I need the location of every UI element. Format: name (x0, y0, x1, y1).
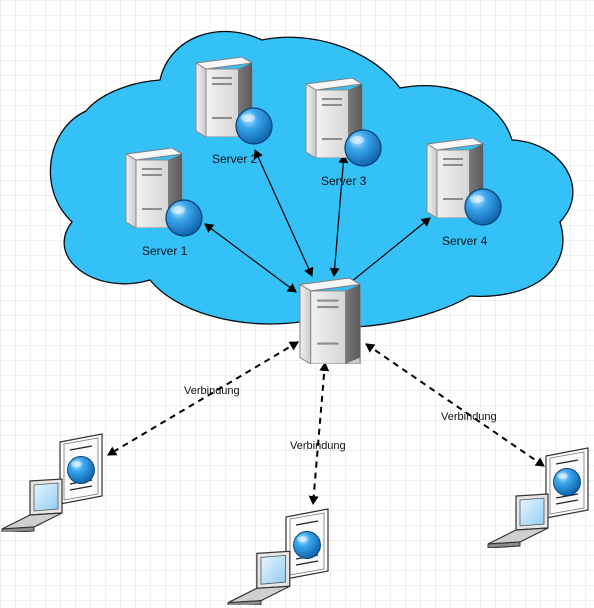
server-4-label: Server 4 (442, 234, 488, 248)
server-2: Server 2 (195, 57, 273, 166)
link-client-left (107, 341, 299, 456)
laptop-icon (1, 478, 63, 532)
server-4: Server 4 (426, 138, 502, 248)
link-client-middle (308, 362, 330, 505)
server-1: Server 1 (125, 148, 203, 258)
client-left (1, 433, 103, 532)
client-middle (227, 508, 329, 605)
globe-icon (67, 456, 95, 484)
server-3: Server 3 (305, 78, 382, 188)
link-server-1 (204, 223, 297, 293)
globe-icon (165, 199, 203, 237)
central-server (299, 278, 361, 364)
globe-icon (464, 188, 502, 226)
client-links (107, 341, 545, 505)
server-icon (299, 278, 361, 364)
server-3-label: Server 3 (321, 174, 367, 188)
globe-icon (235, 107, 273, 145)
server-2-label: Server 2 (212, 152, 258, 166)
link-server-4 (345, 217, 431, 287)
link-client-right (365, 343, 545, 467)
link-server-3 (329, 154, 349, 277)
globe-icon (553, 468, 581, 496)
connection-label-right: Verbindung (441, 411, 497, 423)
server-1-label: Server 1 (142, 244, 188, 258)
connection-label-middle: Verbindung (290, 440, 346, 452)
laptop-icon (227, 550, 291, 605)
globe-icon (293, 531, 321, 559)
link-server-2 (253, 149, 314, 277)
connection-label-left: Verbindung (184, 385, 240, 397)
laptop-icon (487, 493, 549, 548)
server-links (204, 149, 431, 293)
globe-icon (344, 129, 382, 167)
